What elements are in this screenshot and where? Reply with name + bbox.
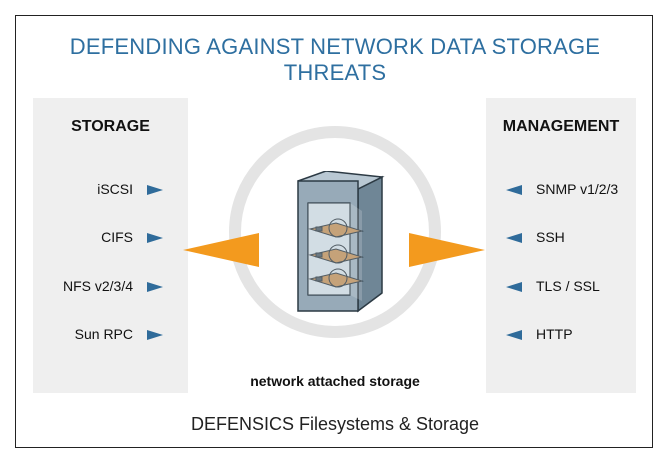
- right-triangle-icon: [147, 282, 163, 292]
- left-triangle-icon: [506, 282, 522, 292]
- storage-heading: STORAGE: [71, 118, 150, 135]
- storage-item-sunrpc: Sun RPC: [74, 326, 133, 342]
- management-heading: MANAGEMENT: [502, 118, 620, 135]
- diagram-frame: DEFENDING AGAINST NETWORK DATA STORAGE T…: [15, 15, 653, 448]
- nas-device-icon: [297, 171, 385, 313]
- management-item-snmp: SNMP v1/2/3: [536, 181, 619, 197]
- left-triangle-icon: [506, 330, 522, 340]
- storage-item-iscsi: iSCSI: [97, 181, 133, 197]
- left-triangle-icon: [506, 185, 522, 195]
- management-panel: MANAGEMENT SNMP v1/2/3 SSH TLS / SSL HTT…: [486, 98, 636, 393]
- right-triangle-icon: [147, 233, 163, 243]
- storage-threat-arrow: [183, 233, 259, 267]
- left-triangle-icon: [506, 233, 522, 243]
- storage-item-cifs: CIFS: [101, 229, 133, 245]
- management-threat-arrow: [409, 233, 485, 267]
- footer-title: DEFENSICS Filesystems & Storage: [190, 414, 480, 434]
- management-item-http: HTTP: [536, 326, 573, 342]
- page-title: DEFENDING AGAINST NETWORK DATA STORAGE T…: [69, 34, 601, 85]
- center-caption: network attached storage: [250, 373, 420, 389]
- storage-item-nfs: NFS v2/3/4: [62, 278, 133, 294]
- storage-panel: STORAGE iSCSI CIFS NFS v2/3/4 Sun RPC: [33, 98, 188, 393]
- management-item-tls: TLS / SSL: [536, 278, 600, 294]
- right-triangle-icon: [147, 330, 163, 340]
- management-item-ssh: SSH: [536, 229, 565, 245]
- right-triangle-icon: [147, 185, 163, 195]
